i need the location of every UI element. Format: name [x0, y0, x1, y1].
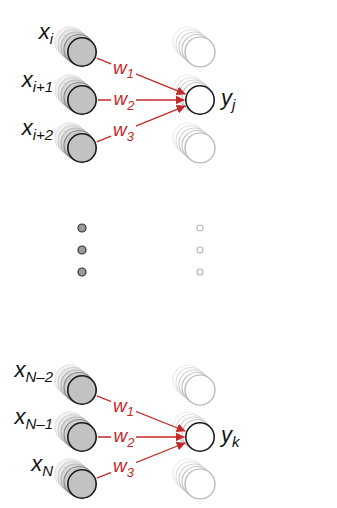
- neuron-circle: [67, 469, 97, 499]
- symbol-subscript: i+1: [33, 78, 53, 95]
- weight-label: w1: [111, 396, 136, 418]
- input-neuron: xi+1: [67, 85, 97, 115]
- weight-label: w1: [111, 58, 136, 80]
- symbol-base: w: [113, 395, 127, 416]
- symbol-base: x: [15, 404, 26, 429]
- neuron-label: xN–1: [15, 404, 53, 432]
- weight-connection: [97, 443, 186, 478]
- weight-connection: [97, 106, 186, 142]
- input-neuron: xN: [67, 469, 97, 499]
- neuron-circle: [185, 85, 215, 115]
- neuron-label: xi: [39, 19, 53, 47]
- neuron-outline: [186, 423, 214, 451]
- output-neuron: yj: [185, 85, 215, 115]
- neuron-circle: [67, 422, 97, 452]
- neuron-label: yk: [221, 422, 239, 450]
- neuron-circle: [67, 85, 97, 115]
- input-neuron: xi: [67, 37, 97, 67]
- neuron-outline: [68, 38, 96, 66]
- output-neuron: yk: [185, 422, 215, 452]
- symbol-subscript: k: [232, 433, 239, 450]
- symbol-base: x: [15, 357, 26, 382]
- symbol-base: w: [113, 425, 127, 446]
- ellipsis-dots: [78, 224, 203, 276]
- input-neuron: xi+2: [67, 133, 97, 163]
- symbol-base: x: [22, 115, 33, 140]
- neuron-circle: [67, 375, 97, 405]
- neuron-circle: [67, 37, 97, 67]
- symbol-base: w: [113, 57, 127, 78]
- symbol-base: x: [22, 67, 33, 92]
- symbol-base: w: [113, 88, 127, 109]
- neuron-label: xi+2: [22, 115, 53, 143]
- neuron-label: xN–2: [15, 357, 53, 385]
- weight-label: w2: [111, 89, 136, 111]
- weight-label: w3: [111, 120, 136, 142]
- neuron-outline: [68, 376, 96, 404]
- input-neuron: xN–2: [67, 375, 97, 405]
- neuron-outline: [68, 470, 96, 498]
- symbol-subscript: 3: [127, 129, 134, 144]
- symbol-base: w: [113, 119, 127, 140]
- weight-label: w3: [111, 456, 136, 478]
- symbol-subscript: N–2: [26, 368, 53, 385]
- symbol-subscript: i: [50, 30, 53, 47]
- symbol-subscript: j: [232, 96, 235, 113]
- neuron-label: xi+1: [22, 67, 53, 95]
- symbol-subscript: i+2: [33, 126, 53, 143]
- symbol-subscript: 1: [127, 66, 134, 81]
- neuron-outline: [68, 86, 96, 114]
- weight-connection: [97, 396, 186, 431]
- neuron-label: yj: [221, 85, 235, 113]
- symbol-base: x: [31, 451, 42, 476]
- symbol-subscript: 2: [127, 98, 134, 113]
- symbol-subscript: 1: [127, 404, 134, 419]
- neuron-outline: [68, 134, 96, 162]
- weight-label: w2: [111, 426, 136, 448]
- weight-connection: [97, 58, 186, 94]
- symbol-base: y: [221, 422, 232, 447]
- symbol-subscript: 2: [127, 435, 134, 450]
- neuron-outline: [186, 86, 214, 114]
- symbol-base: x: [39, 19, 50, 44]
- symbol-base: y: [221, 85, 232, 110]
- neuron-label: xN: [31, 451, 53, 479]
- symbol-base: w: [113, 455, 127, 476]
- neuron-circle: [67, 133, 97, 163]
- input-neuron: xN–1: [67, 422, 97, 452]
- neuron-circle: [185, 422, 215, 452]
- neuron-outline: [68, 423, 96, 451]
- symbol-subscript: N: [42, 462, 53, 479]
- symbol-subscript: 3: [127, 465, 134, 480]
- symbol-subscript: N–1: [26, 415, 53, 432]
